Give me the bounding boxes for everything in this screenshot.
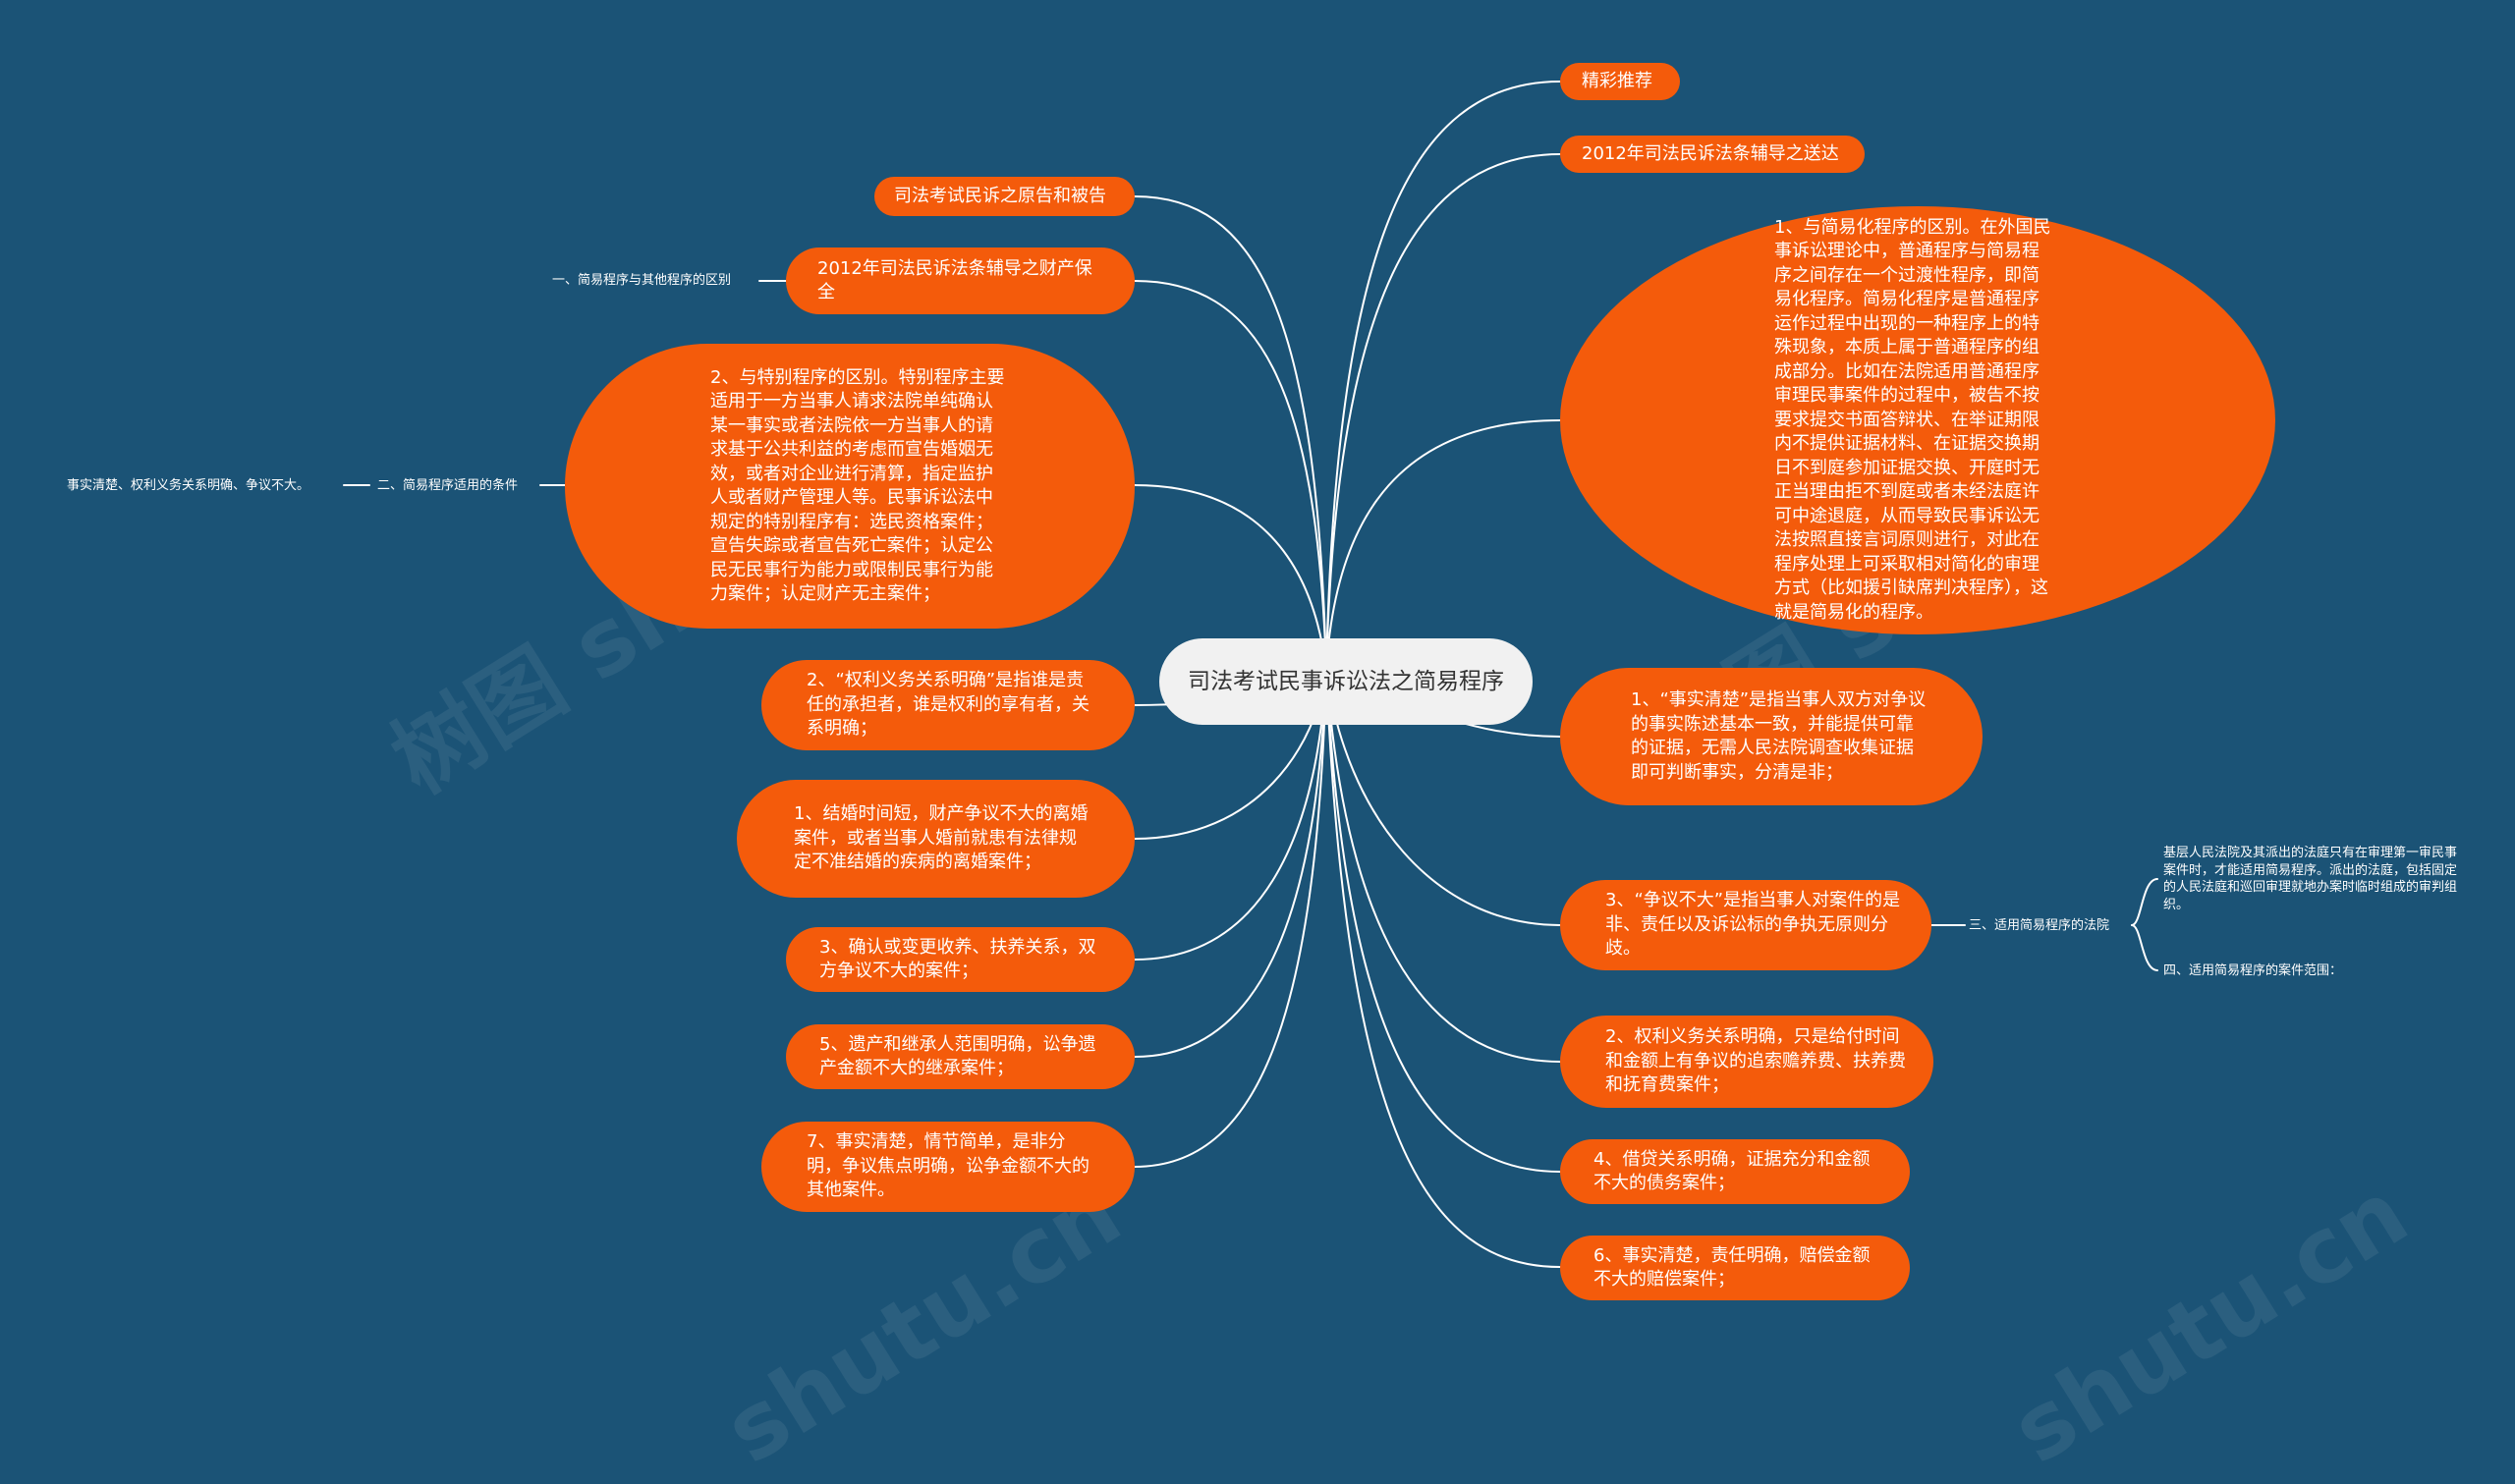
edge-peichang [1325,669,1561,1268]
node-yuangao[interactable]: 司法考试民诉之原告和被告 [874,177,1135,216]
node-label: 5、遗产和继承人范围明确，讼争遗产金额不大的继承案件； [819,1033,1096,1079]
node-tebie[interactable]: 2、与特别程序的区别。特别程序主要适用于一方当事人请求法院单纯确认某一事实或者法… [565,344,1135,629]
edge-baoquan [1134,280,1327,671]
center-topic[interactable]: 司法考试民事诉讼法之简易程序 [1159,638,1533,725]
node-qita[interactable]: 7、事实清楚，情节简单，是非分明，争议焦点明确，讼争金额不大的其他案件。 [761,1122,1135,1212]
node-label: 7、事实清楚，情节简单，是非分明，争议焦点明确，讼争金额不大的其他案件。 [807,1131,1090,1201]
center-topic-label: 司法考试民事诉讼法之简易程序 [1188,668,1504,694]
node-label: 3、“争议不大”是指当事人对案件的是非、责任以及诉讼标的争执无原则分歧。 [1605,890,1901,960]
edge-yuangao [1134,195,1327,671]
label-tiaojian-child[interactable]: 事实清楚、权利义务关系明确、争议不大。 [67,478,310,493]
node-zhuishan[interactable]: 2、权利义务关系明确，只是给付时间和金额上有争议的追索赡养费、扶养费和抚育费案件… [1560,1016,1933,1108]
label-qubie[interactable]: 一、简易程序与其他程序的区别 [552,273,732,288]
node-jiedai[interactable]: 4、借贷关系明确，证据充分和金额不大的债务案件； [1560,1139,1910,1204]
edge-jiedai [1325,669,1561,1173]
node-label: 2012年司法民诉法条辅导之送达 [1582,142,1839,164]
edge-qita [1134,669,1327,1168]
node-label: 6、事实清楚，责任明确，赔偿金额不大的赔偿案件； [1593,1244,1871,1291]
node-label: 2、“权利义务关系明确”是指谁是责任的承担者，谁是权利的享有者，关系明确； [807,670,1090,740]
node-label: 4、借贷关系明确，证据充分和金额不大的债务案件； [1593,1148,1871,1194]
node-quanli[interactable]: 2、“权利义务关系明确”是指谁是责任的承担者，谁是权利的享有者，关系明确； [761,660,1135,750]
node-label: 1、与简易化程序的区别。在外国民事诉讼理论中，普通程序与简易程序之间存在一个过渡… [1774,216,2051,623]
edge-fayuan-child [2131,878,2158,926]
label-tiaojian[interactable]: 二、简易程序适用的条件 [377,478,519,493]
node-shouyang[interactable]: 3、确认或变更收养、扶养关系，双方争议不大的案件； [786,927,1135,992]
node-label: 2、与特别程序的区别。特别程序主要适用于一方当事人请求法院单纯确认某一事实或者法… [710,366,1005,605]
edge-yichan [1134,669,1327,1058]
node-label: 司法考试民诉之原告和被告 [894,185,1106,206]
edge-fanwei [2131,924,2158,971]
node-jiehun[interactable]: 1、结婚时间短，财产争议不大的离婚案件，或者当事人婚前就患有法律规定不准结婚的疾… [737,780,1135,898]
node-baoquan[interactable]: 2012年司法民诉法条辅导之财产保全 [786,247,1135,314]
node-yichan[interactable]: 5、遗产和继承人范围明确，讼争遗产金额不大的继承案件； [786,1024,1135,1089]
edge-songda [1325,153,1561,671]
node-label: 2012年司法民诉法条辅导之财产保全 [817,257,1092,303]
edge-zhengyi [1325,669,1561,926]
edge-tebie [1134,484,1327,671]
node-label: 1、结婚时间短，财产争议不大的离婚案件，或者当事人婚前就患有法律规定不准结婚的疾… [794,803,1089,873]
node-jingcai[interactable]: 精彩推荐 [1560,63,1680,100]
node-peichang[interactable]: 6、事实清楚，责任明确，赔偿金额不大的赔偿案件； [1560,1236,1910,1300]
edge-jianyihua [1325,419,1561,671]
edge-shouyang [1134,669,1327,961]
node-label: 精彩推荐 [1582,70,1652,91]
edge-jingcai [1325,81,1561,671]
node-jianyihua[interactable]: 1、与简易化程序的区别。在外国民事诉讼理论中，普通程序与简易程序之间存在一个过渡… [1560,206,2275,634]
node-shishi[interactable]: 1、“事实清楚”是指当事人双方对争议的事实陈述基本一致，并能提供可靠的证据，无需… [1560,668,1983,805]
label-fayuan[interactable]: 三、适用简易程序的法院 [1969,918,2110,933]
node-label: 3、确认或变更收养、扶养关系，双方争议不大的案件； [819,936,1096,982]
label-fayuan-child[interactable]: 基层人民法院及其派出的法庭只有在审理第一审民事案件时，才能适用简易程序。派出的法… [2163,846,2458,912]
node-zhengyi[interactable]: 3、“争议不大”是指当事人对案件的是非、责任以及诉讼标的争执无原则分歧。 [1560,880,1931,970]
node-songda[interactable]: 2012年司法民诉法条辅导之送达 [1560,136,1865,173]
node-label: 2、权利义务关系明确，只是给付时间和金额上有争议的追索赡养费、扶养费和抚育费案件… [1605,1026,1906,1096]
edge-zhuishan [1325,669,1561,1063]
node-label: 1、“事实清楚”是指当事人双方对争议的事实陈述基本一致，并能提供可靠的证据，无需… [1631,689,1927,783]
label-fanwei[interactable]: 四、适用简易程序的案件范围： [2163,963,2343,978]
